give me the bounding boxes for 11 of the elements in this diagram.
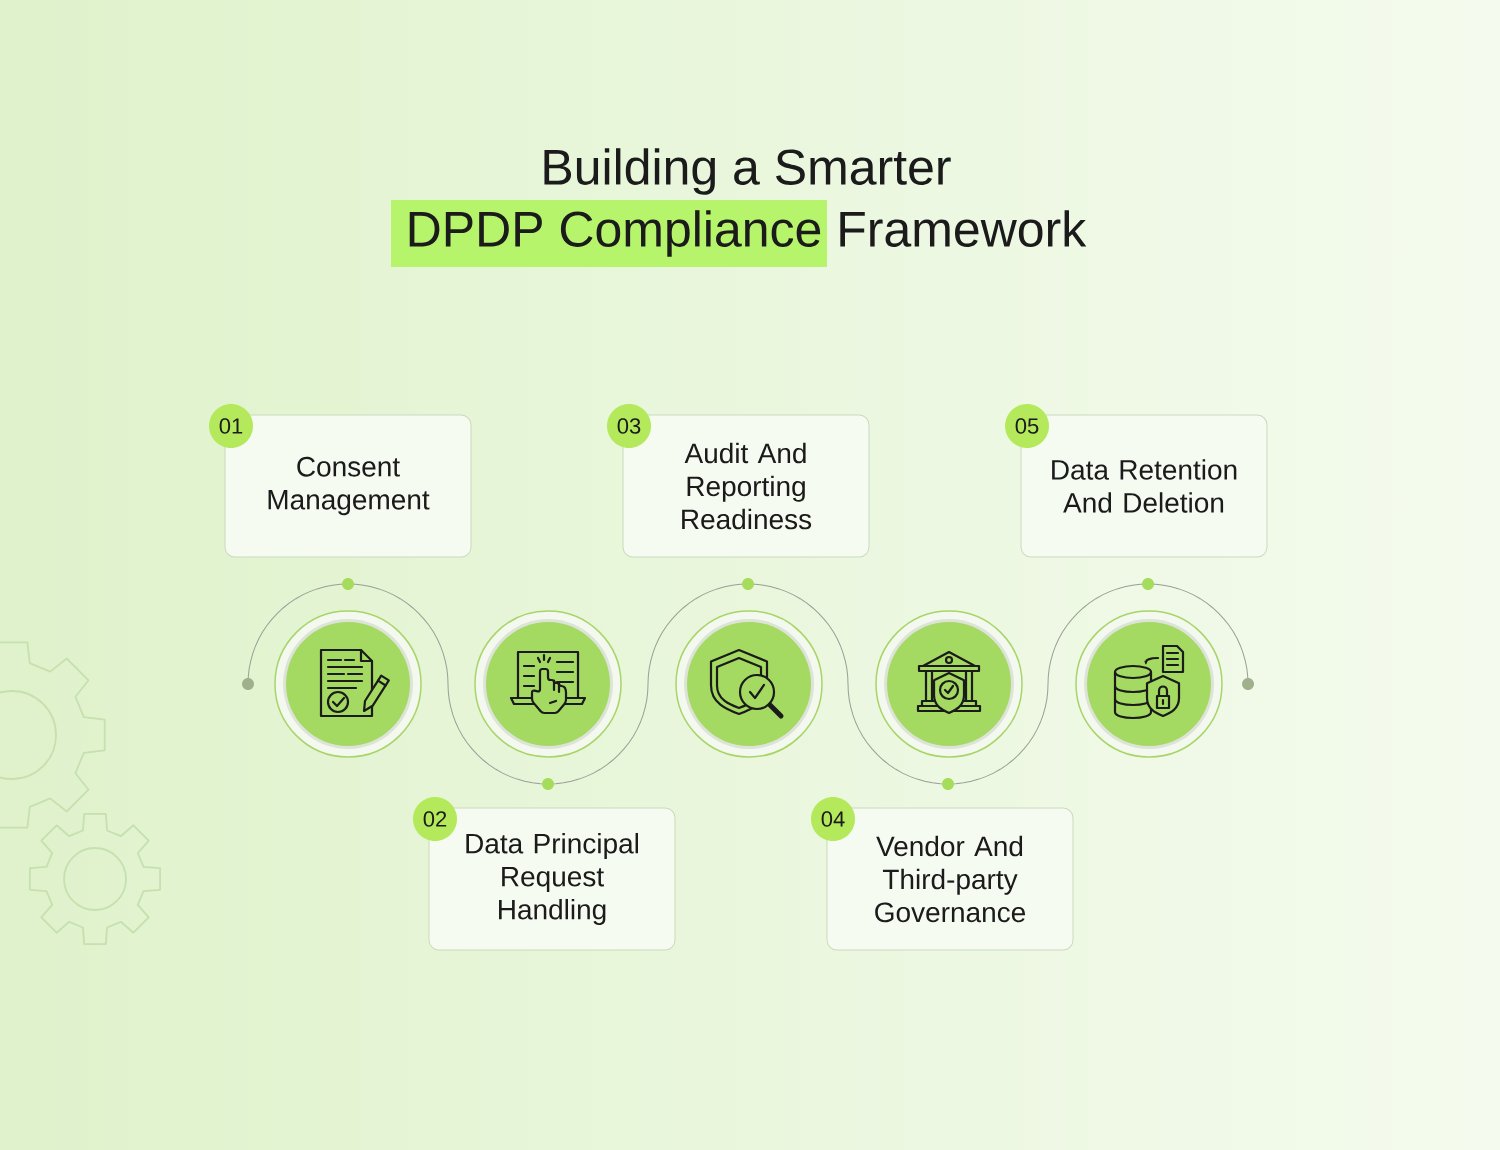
number-badge: 01: [209, 404, 253, 448]
number-badge: 02: [413, 797, 457, 841]
icon-circle: [675, 610, 823, 758]
number-badge: 05: [1005, 404, 1049, 448]
icon-circle: [274, 610, 422, 758]
icon-circle: [1075, 610, 1223, 758]
number-badge: 04: [811, 797, 855, 841]
icon-circle: [875, 610, 1023, 758]
icon-circle: [474, 610, 622, 758]
title: Building a Smarter DPDP Compliance Framework: [391, 148, 1087, 267]
number-badge: 03: [607, 404, 651, 448]
